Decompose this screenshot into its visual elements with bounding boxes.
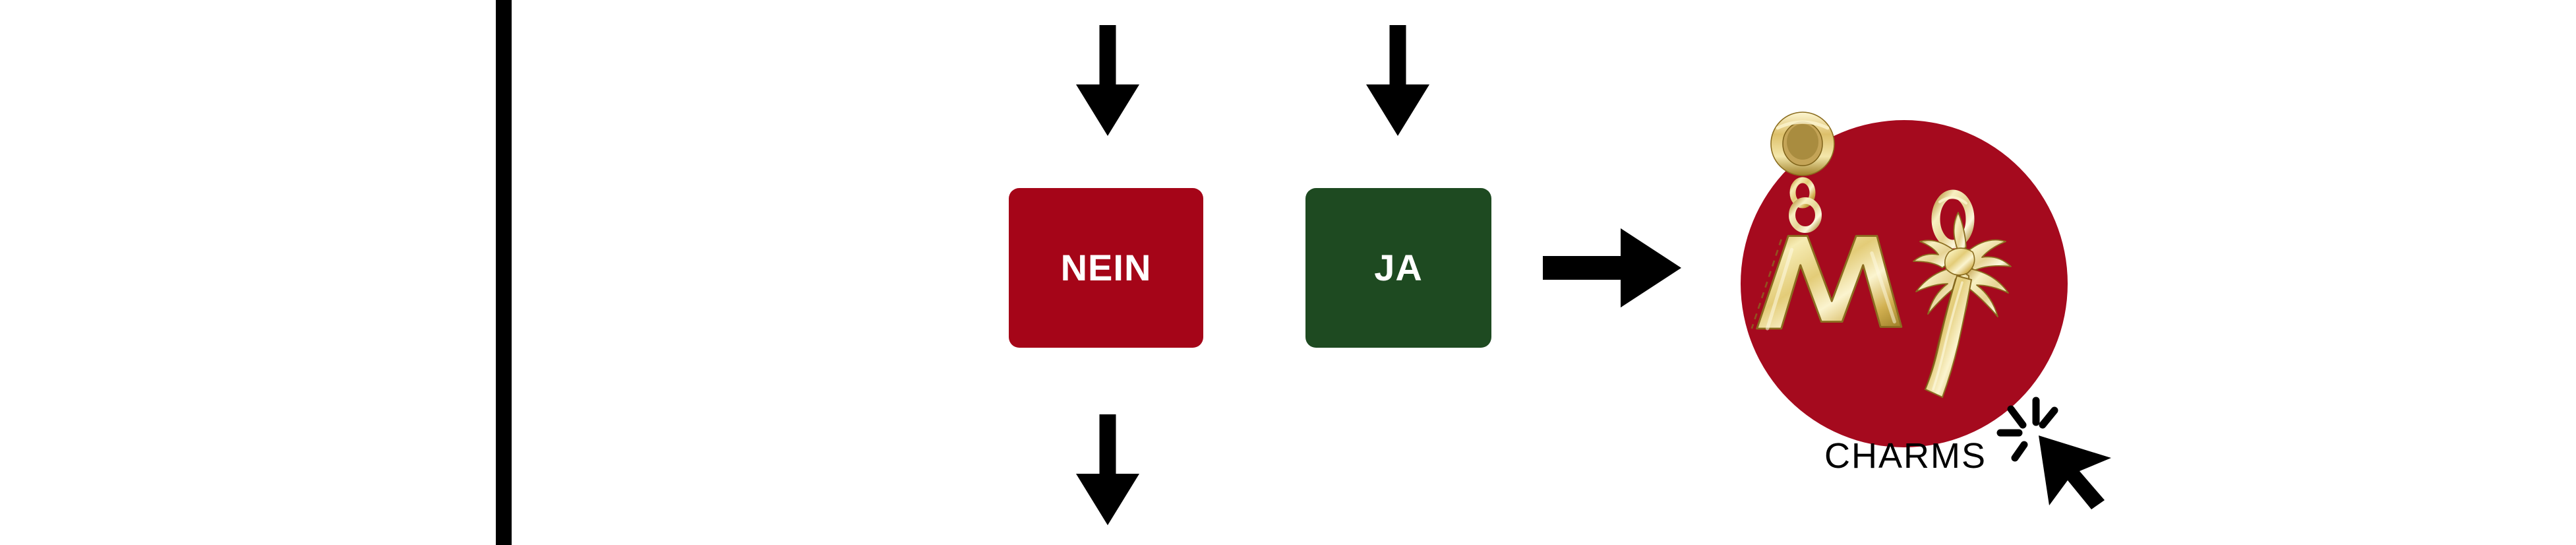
charms-jewellery-art: [1751, 112, 2012, 399]
down-arrow-to-nein: [1076, 25, 1139, 136]
arrow-shaft: [1389, 25, 1406, 90]
arrow-shaft: [1099, 25, 1116, 90]
charms-badge[interactable]: CHARMS: [1741, 106, 2070, 488]
click-burst-rays: [1996, 397, 2058, 462]
arrow-head: [1366, 84, 1429, 136]
vertical-section-divider: [496, 0, 512, 545]
ja-button[interactable]: JA: [1305, 188, 1491, 348]
click-cursor: [1996, 397, 2111, 509]
arrow-head: [1076, 84, 1139, 136]
nein-button-label: NEIN: [1060, 247, 1152, 288]
arrow-shaft: [1099, 414, 1116, 479]
right-arrow-to-charms: [1543, 228, 1681, 307]
ja-button-label: JA: [1374, 247, 1423, 288]
nein-button[interactable]: NEIN: [1009, 188, 1203, 348]
letter-m-charm: [1751, 112, 1903, 331]
arrow-head: [1621, 228, 1681, 307]
down-arrow-below-nein: [1076, 414, 1139, 525]
down-arrow-to-ja: [1366, 25, 1429, 136]
palm-tree-charm: [1913, 189, 2012, 399]
charms-label: CHARMS: [1824, 436, 1987, 476]
arrow-head: [1076, 474, 1139, 525]
arrow-shaft: [1543, 256, 1622, 280]
cursor-arrow-pointer: [2039, 435, 2111, 509]
